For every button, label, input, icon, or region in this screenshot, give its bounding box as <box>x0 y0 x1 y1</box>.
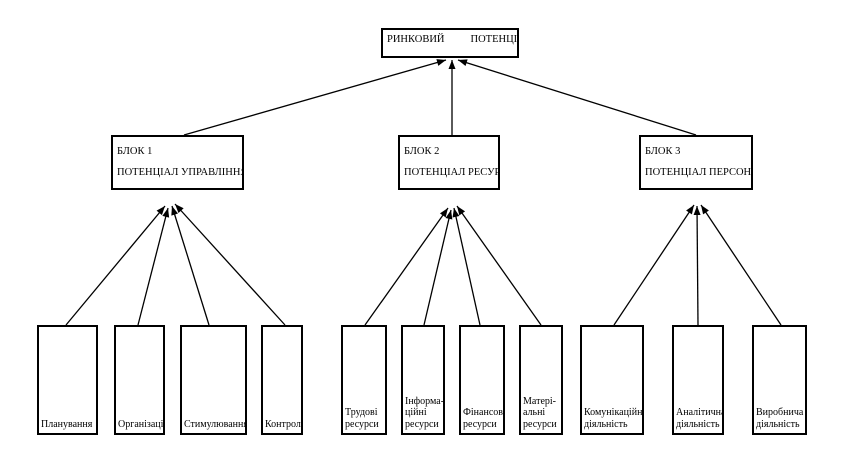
leaf-line: Фінансові <box>463 407 505 418</box>
connector-line <box>364 207 449 326</box>
leaf-line: ресурси <box>405 418 439 430</box>
root-label-part2: ПОТЕНЦІАЛ <box>470 34 518 45</box>
arrowhead-icon <box>448 60 456 69</box>
leaf-line: ресурси <box>463 418 497 430</box>
connector-line <box>613 204 695 326</box>
block-node-1: БЛОК 1 ПОТЕНЦІАЛ УПРАВЛІННЯ <box>111 135 244 190</box>
arrowhead-icon <box>458 59 468 67</box>
block-title: ПОТЕНЦІАЛ РЕСУРСІВ <box>404 167 500 179</box>
leaf-line: Виробнича <box>756 407 804 418</box>
leaf-node-communication-activity: Комунікаційна діяльність <box>580 325 644 435</box>
connector-line <box>453 207 481 326</box>
block-title: ПОТЕНЦІАЛ ПЕРСОНАЛУ <box>645 167 752 179</box>
leaf-line: Планування <box>41 418 93 430</box>
leaf-line: Організація <box>118 418 165 430</box>
leaf-line: Аналітична <box>676 407 724 418</box>
connector-line <box>423 209 452 326</box>
arrowhead-icon <box>686 205 694 215</box>
leaf-node-production-activity: Виробнича діяльність <box>752 325 807 435</box>
arrowhead-icon <box>162 208 170 218</box>
block-label: БЛОК 3 <box>645 146 681 157</box>
arrowhead-icon <box>693 206 701 216</box>
leaf-node-stimulation: Стимулювання <box>180 325 247 435</box>
leaf-line: Трудові <box>345 407 378 418</box>
connector-line <box>174 203 286 326</box>
block-label: БЛОК 1 <box>117 146 153 157</box>
arrowhead-icon <box>171 206 179 216</box>
leaf-line: Матері- <box>523 395 556 407</box>
connector-line <box>456 205 542 326</box>
connector-line <box>65 205 166 326</box>
block-title: ПОТЕНЦІАЛ УПРАВЛІННЯ <box>117 167 244 179</box>
block-node-3: БЛОК 3 ПОТЕНЦІАЛ ПЕРСОНАЛУ <box>639 135 753 190</box>
connector-line <box>696 205 699 326</box>
leaf-node-financial-resources: Фінансові ресурси <box>459 325 505 435</box>
connector-line <box>183 59 447 136</box>
block-node-2: БЛОК 2 ПОТЕНЦІАЛ РЕСУРСІВ <box>398 135 500 190</box>
leaf-line: діяльність <box>676 418 720 430</box>
root-node: РИНКОВИЙ ПОТЕНЦІАЛ <box>381 28 519 58</box>
leaf-node-organization: Організація <box>114 325 165 435</box>
leaf-node-control: Контроль <box>261 325 303 435</box>
arrowhead-icon <box>436 59 446 66</box>
leaf-line: Комунікаційна <box>584 407 644 418</box>
arrowhead-icon <box>452 208 460 218</box>
connector-line <box>700 204 782 326</box>
leaf-line: Контроль <box>265 418 303 430</box>
connector-line <box>457 59 697 136</box>
leaf-line: ресурси <box>345 418 379 430</box>
arrowhead-icon <box>457 206 466 216</box>
connector-line <box>171 205 210 326</box>
block-label: БЛОК 2 <box>404 146 440 157</box>
arrowhead-icon <box>439 208 448 218</box>
leaf-node-analytical-activity: Аналітична діяльність <box>672 325 724 435</box>
root-label-part1: РИНКОВИЙ <box>387 34 445 45</box>
arrowhead-icon <box>445 210 453 220</box>
leaf-node-labor-resources: Трудові ресурси <box>341 325 387 435</box>
leaf-line: альні <box>523 407 546 418</box>
leaf-line: Стимулювання <box>184 418 247 430</box>
connector-line <box>137 207 169 326</box>
leaf-node-planning: Планування <box>37 325 98 435</box>
leaf-line: діяльність <box>756 418 800 430</box>
leaf-line: ційні <box>405 407 427 418</box>
leaf-line: діяльність <box>584 418 628 430</box>
leaf-line: ресурси <box>523 418 557 430</box>
arrowhead-icon <box>175 204 184 214</box>
arrowhead-icon <box>701 205 709 215</box>
arrowhead-icon <box>156 206 165 216</box>
leaf-line: Інформа- <box>405 395 445 407</box>
leaf-node-material-resources: Матері- альні ресурси <box>519 325 563 435</box>
leaf-node-information-resources: Інформа- ційні ресурси <box>401 325 445 435</box>
